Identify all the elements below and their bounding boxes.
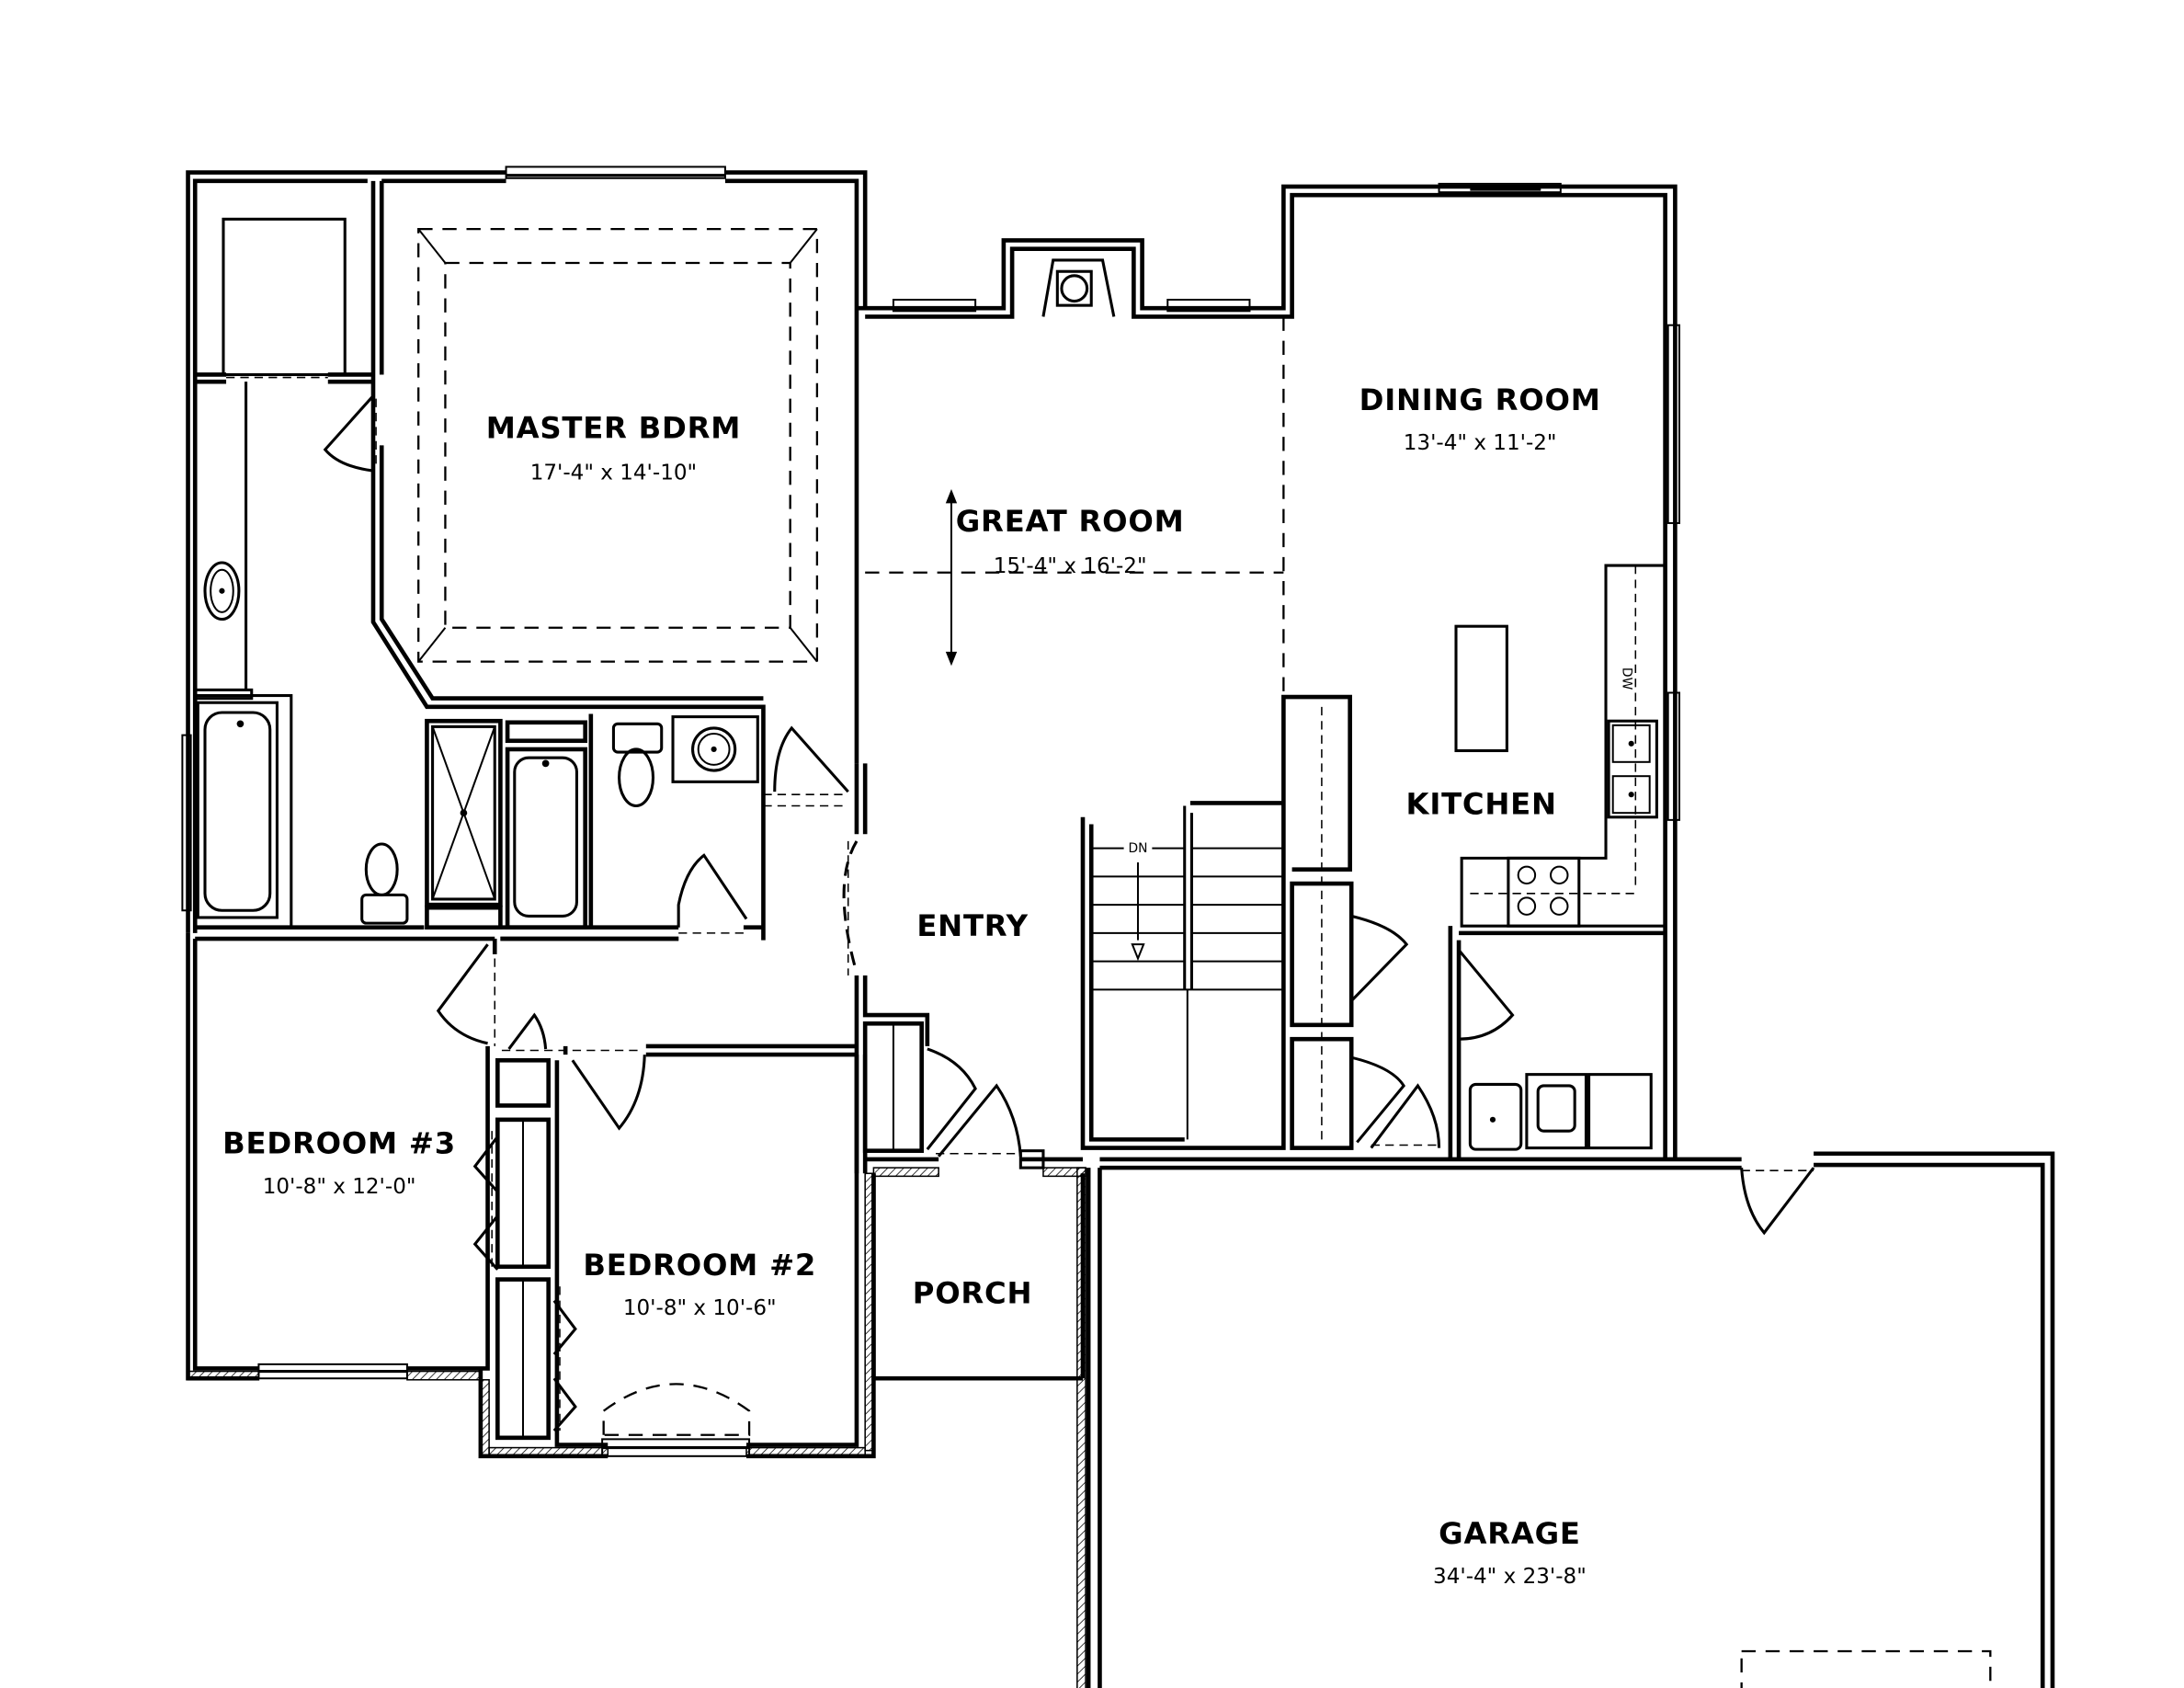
garage-label: GARAGE xyxy=(1439,1516,1580,1551)
dining-room-label: DINING ROOM xyxy=(1359,382,1601,417)
master-bedroom-dims: 17'-4" x 14'-10" xyxy=(530,461,697,485)
bedroom-walls xyxy=(186,932,876,1459)
stairs-down-label: DN xyxy=(1128,841,1147,856)
bedroom-2-dims: 10'-8" x 10'-6" xyxy=(623,1296,777,1320)
great-room-dims: 15'-4" x 16'-2" xyxy=(994,554,1147,578)
dining-room-dims: 13'-4" x 11'-2" xyxy=(1404,431,1557,455)
stairs: DN xyxy=(1080,694,1666,1159)
garage-dims: 34'-4" x 23'-8" xyxy=(1433,1565,1587,1589)
garage xyxy=(1086,1151,2055,1688)
tray-ceiling xyxy=(417,227,819,663)
porch-label: PORCH xyxy=(913,1276,1033,1311)
sink-icon xyxy=(203,561,241,622)
kitchen-island xyxy=(1454,624,1508,753)
porch xyxy=(871,1167,1086,1688)
cooktop-icon xyxy=(1507,856,1581,928)
master-bedroom-label: MASTER BDRM xyxy=(486,411,741,446)
entry-label: ENTRY xyxy=(916,908,1028,943)
entry-walls xyxy=(842,840,1084,1174)
kitchen-fixtures: DW xyxy=(1454,564,1666,928)
laundry-sink-icon xyxy=(1468,1082,1523,1151)
fireplace-icon xyxy=(1060,274,1089,303)
double-sink-icon xyxy=(1607,719,1658,819)
master-bath xyxy=(181,382,849,941)
bedroom-3-label: BEDROOM #3 xyxy=(222,1126,456,1161)
bathtub-icon xyxy=(203,711,272,912)
toilet-icon xyxy=(364,842,399,896)
great-room-walls xyxy=(854,182,1680,1159)
master-suite-walls xyxy=(186,165,868,941)
kitchen-label: KITCHEN xyxy=(1406,787,1557,822)
bedroom-3-dims: 10'-8" x 12'-0" xyxy=(263,1175,416,1199)
dishwasher-label: DW xyxy=(1619,667,1633,690)
bedroom-2-label: BEDROOM #2 xyxy=(583,1248,816,1283)
great-room-label: GREAT ROOM xyxy=(956,504,1185,539)
